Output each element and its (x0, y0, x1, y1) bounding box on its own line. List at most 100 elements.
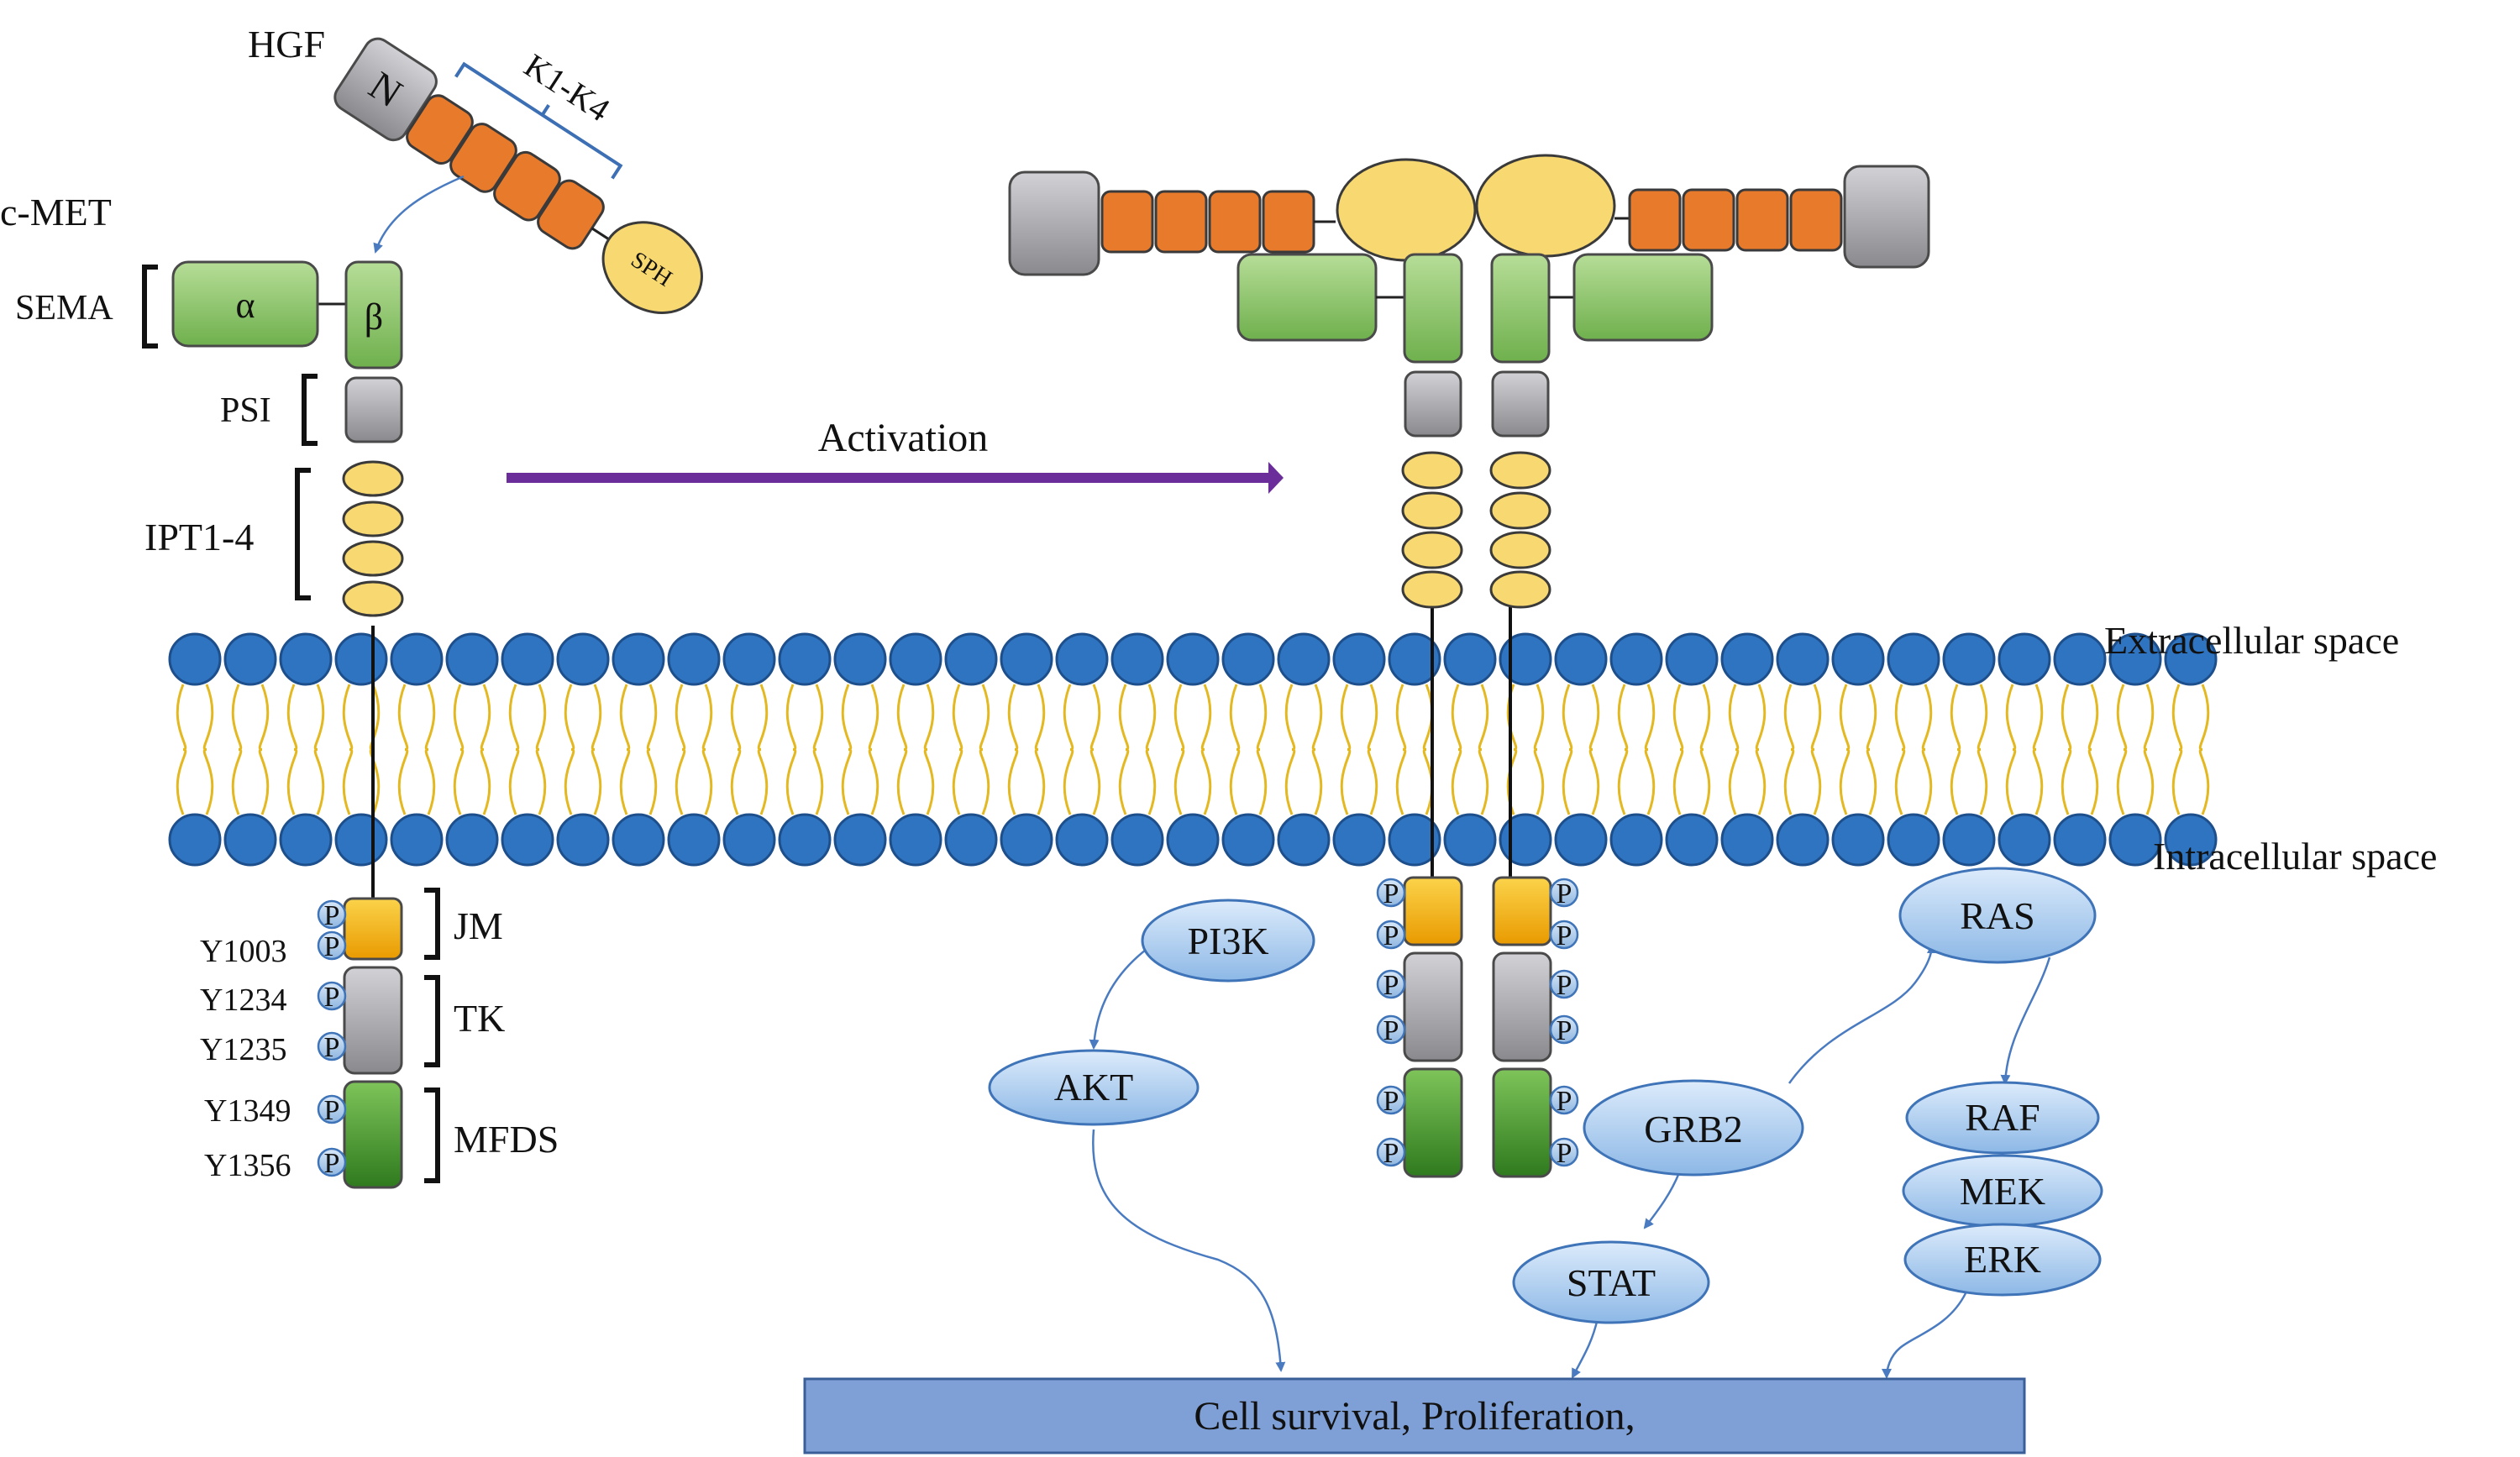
arrow-ras-to-raf (2000, 956, 2051, 1085)
lipid-head-inner (1055, 813, 1109, 867)
phosphate-label: P (1557, 1086, 1572, 1117)
dimer-sph-right (1475, 154, 1616, 258)
lipid-head-outer (1776, 632, 1830, 686)
lipid-tail-pair (1562, 684, 1600, 815)
akt-node: AKT (988, 1049, 1200, 1126)
lipid-head-outer (1443, 632, 1497, 686)
lipid-head-outer (1388, 632, 1441, 686)
lipid-head-inner (667, 813, 721, 867)
phosphate-group (1549, 969, 1579, 999)
phosphate-group (1376, 1137, 1406, 1167)
dimer-psi-left (1404, 370, 1462, 438)
kringle-bracket (454, 61, 623, 180)
tyrosine-label: Y1349 (204, 1093, 291, 1129)
dimer-sema-alpha-left (1236, 253, 1378, 342)
lipid-tail-pair (1894, 684, 1933, 815)
lipid-tail-pair (1173, 684, 1212, 815)
lipid-head-inner (2108, 813, 2162, 867)
dimer-sema-alpha-right (1572, 253, 1714, 342)
stat-label: STAT (1567, 1261, 1656, 1304)
dimer-sph-left (1336, 158, 1477, 262)
dimer-jm-right (1492, 876, 1552, 946)
lipid-head-outer (722, 632, 776, 686)
phosphate-group (1549, 920, 1579, 950)
lipid-tail-pair (2171, 684, 2210, 815)
sema-beta-label: β (365, 296, 383, 338)
phosphate-group (317, 1147, 347, 1177)
jm-domain (343, 897, 403, 961)
lipid-head-outer (889, 632, 942, 686)
lipid-tail-pair (1950, 684, 1988, 815)
outcome-box: Cell survival, Proliferation, (803, 1377, 2026, 1454)
lipid-tail-pair (1340, 684, 1378, 815)
lipid-head-outer (168, 632, 222, 686)
lipid-head-outer (1720, 632, 1774, 686)
raf-node: RAF (1905, 1081, 2100, 1155)
erk-node: ERK (1903, 1223, 2102, 1297)
lipid-tail-pair (2061, 684, 2099, 815)
lipid-head-inner (1887, 813, 1940, 867)
lipid-tail-pair (1063, 684, 1101, 815)
lipid-head-outer (1831, 632, 1885, 686)
phosphate-label: P (1557, 920, 1572, 951)
arrow-grb2-to-stat (1643, 1170, 1682, 1229)
lipid-tail-pair (952, 684, 990, 815)
lipid-tail-pair (2005, 684, 2044, 815)
lipid-head-inner (1554, 813, 1608, 867)
lipid-tail-pair (231, 684, 270, 815)
lipid-tail-pair (896, 684, 935, 815)
lipid-tail-pair (508, 684, 547, 815)
tk-label: TK (454, 997, 505, 1040)
lipid-head-inner (612, 813, 665, 867)
dimer-kringle-left-4 (1262, 190, 1315, 254)
phosphate-group (1549, 1014, 1579, 1045)
dimer-kringle-right-1 (1628, 188, 1682, 252)
signaling-nodes: PI3K AKT GRB2 STAT RAS RAF MEK ERK (988, 867, 2103, 1324)
kringle-domain-4 (537, 179, 605, 250)
phosphate-group (317, 1094, 347, 1124)
kringle-label: K1-K4 (517, 46, 617, 128)
ras-node: RAS (1898, 867, 2097, 964)
phosphate-group (1549, 1137, 1579, 1167)
phosphate-label: P (1383, 1086, 1399, 1117)
activation-arrow-shaft (507, 473, 1273, 483)
phosphate-label: P (1557, 1138, 1572, 1169)
lipid-head-inner (1720, 813, 1774, 867)
lipid-head-outer (501, 632, 554, 686)
lipid-tail-pair (785, 684, 824, 815)
ipt-domain-2 (342, 501, 404, 537)
lipid-tail-pair (1506, 684, 1545, 815)
lipid-head-inner (279, 813, 333, 867)
dimer-kringle-left-1 (1100, 190, 1154, 254)
lipid-tail-pair (1118, 684, 1157, 815)
dimer-mfds-right (1492, 1067, 1552, 1178)
phosphate-group (1376, 920, 1406, 950)
sema-label: SEMA (15, 289, 113, 328)
lipid-head-inner (1443, 813, 1497, 867)
dimer-psi-right (1491, 370, 1550, 438)
dimer-tk-left (1403, 951, 1463, 1062)
lipid-head-inner (778, 813, 832, 867)
lipid-head-inner (1332, 813, 1386, 867)
dimer-kringle-right-3 (1735, 188, 1789, 252)
lipid-head-outer (944, 632, 998, 686)
lipid-tail-pair (1451, 684, 1489, 815)
lipid-head-inner (390, 813, 444, 867)
lipid-head-outer (778, 632, 832, 686)
lipid-head-inner (2164, 813, 2218, 867)
dimer-ipt-left-3 (1401, 531, 1463, 569)
ipt-domain-4 (342, 580, 404, 617)
psi-bracket (302, 374, 318, 446)
lipid-head-inner (1998, 813, 2051, 867)
phosphate-label: P (1383, 920, 1399, 951)
lipid-head-inner (1942, 813, 1996, 867)
activation-arrow-head (1268, 462, 1284, 494)
dimer-kringle-right-2 (1682, 188, 1735, 252)
phosphate-group (1376, 878, 1406, 908)
lipid-head-outer (833, 632, 887, 686)
phosphate-label: P (324, 1095, 340, 1126)
arrow-erk-to-outcome (1882, 1292, 1967, 1379)
activation-arrow: Activation (507, 416, 1284, 494)
pi3k-label: PI3K (1187, 920, 1268, 962)
